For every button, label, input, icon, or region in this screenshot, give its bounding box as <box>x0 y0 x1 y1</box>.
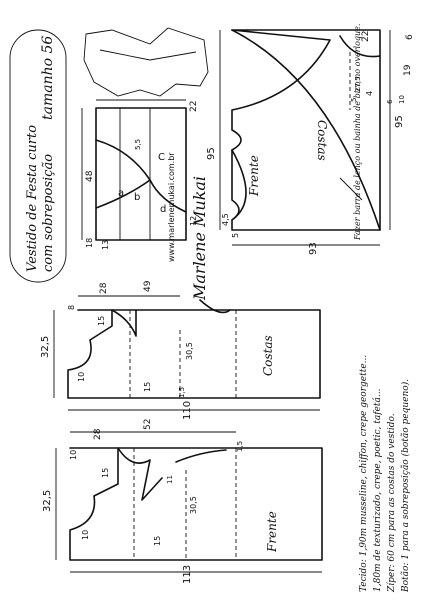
skirt-label-frente: Frente <box>247 155 261 197</box>
title-block: Vestido de Festa curto com sobreposição … <box>9 29 67 283</box>
front-dim-b: 15 <box>153 536 162 546</box>
skirt-top-right: 6 <box>405 34 415 40</box>
front-armhole: 15 <box>101 468 110 478</box>
skirt-left-height: 95 <box>206 147 217 160</box>
overlay-bottom: 13 <box>101 240 110 250</box>
overlay-height: 48 <box>85 170 95 182</box>
back-dim-f: 1,5 <box>178 387 186 398</box>
front-dim-a: 10 <box>81 530 90 540</box>
front-dim-c: 30,5 <box>189 496 198 514</box>
back-shoulder: 32,5 <box>40 336 51 358</box>
back-height-mid: 49 <box>143 280 153 292</box>
skirt-small-3: 4 <box>365 91 374 96</box>
overlay-letter-c: C <box>158 152 165 163</box>
back-height-top: 28 <box>99 282 109 294</box>
overlay-piece: 48 22 18 12 13 5,5 a b C d <box>81 99 199 250</box>
front-shoulder: 32,5 <box>42 490 53 512</box>
skirt-dim-right-2: 5 <box>350 98 358 102</box>
overlay-letter-b: b <box>134 192 140 203</box>
overlay-top: 22 <box>189 101 199 112</box>
website: www.marlenemukai.com.br <box>167 152 176 262</box>
signature: Marlene Mukai <box>190 176 209 301</box>
overlay-left: 18 <box>85 238 94 248</box>
back-dim-a: 10 <box>77 372 86 382</box>
skirt-small-1: 22 <box>361 31 371 42</box>
skirt-small-5: 5 <box>231 233 240 238</box>
note-line-3: Zíper: 60 cm para as costas do vestido. <box>386 413 397 593</box>
skirt-dim-right-4: 6 <box>386 99 394 104</box>
back-dim-b: 15 <box>143 382 152 392</box>
title-line-2: com sobreposição <box>41 154 56 272</box>
title-size: tamanho 56 <box>40 36 56 120</box>
skirt-bottom-width: 93 <box>308 242 319 255</box>
skirt-right-height: 95 <box>394 115 405 128</box>
note-line-4: Botão: 1 para a sobreposição (botão pequ… <box>400 379 411 593</box>
skirt-note: Fazer barra de lenço ou bainha de bico n… <box>353 24 362 241</box>
back-neck: 8 <box>67 305 76 310</box>
front-neck: 10 <box>69 450 78 460</box>
front-label: Frente <box>265 511 279 553</box>
front-height-top: 28 <box>93 428 103 440</box>
skirt-dim-right-1: 27,5 <box>354 76 362 92</box>
overlay-mid: 5,5 <box>134 139 142 150</box>
back-armhole: 15 <box>97 316 106 326</box>
fabric-notes: Tecido: 1,90m musseline, chiffon, crepe … <box>359 355 411 593</box>
dress-sketch <box>83 27 209 97</box>
skirt-small-4: 4,5 <box>221 213 230 226</box>
skirt-label-costas: Costas <box>315 120 329 161</box>
skirt-small-2: 19 <box>403 64 413 76</box>
note-line-2: 1,80m de texturizado, crepe, poetic, taf… <box>372 388 383 592</box>
front-width: 113 <box>182 565 193 584</box>
skirt-dim-right-3: 10 <box>398 95 406 104</box>
back-width: 110 <box>182 401 193 420</box>
skirt-piece: 95 93 95 6 22 19 4 4,5 5 Frente Costas F… <box>206 24 415 255</box>
overlay-right: 12 <box>189 216 198 226</box>
note-line-1: Tecido: 1,90m musseline, chiffon, crepe … <box>359 355 369 592</box>
overlay-letter-a: a <box>118 188 124 199</box>
title-frame <box>9 29 67 283</box>
back-piece: 110 32,5 28 49 8 15 10 15 30,5 1,5 Costa… <box>40 280 321 420</box>
front-dim-e: 11 <box>166 475 174 484</box>
overlay-letter-d: d <box>160 204 166 215</box>
title-line-1: Vestido de Festa curto <box>25 125 40 272</box>
back-label: Costas <box>261 335 275 376</box>
front-piece: 113 32,5 28 52 10 15 10 15 30,5 11 1,5 F… <box>42 419 323 584</box>
front-dim-f: 1,5 <box>236 441 244 452</box>
front-height-mid: 52 <box>143 419 153 430</box>
back-dim-c: 30,5 <box>185 342 194 360</box>
